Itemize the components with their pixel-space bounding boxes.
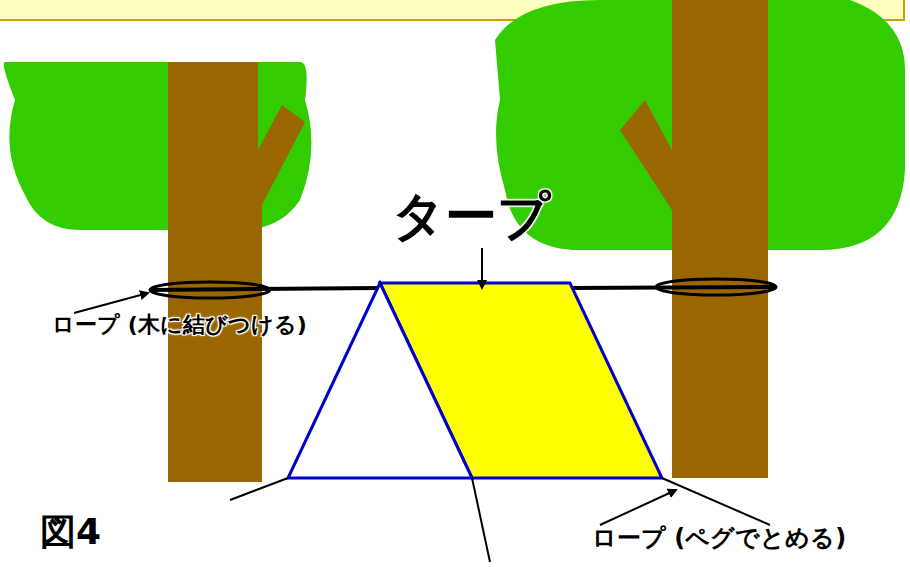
right-trunk	[620, 0, 768, 478]
ridge-rope	[570, 287, 775, 288]
guy-rope	[472, 478, 490, 562]
figure-number: 図4	[40, 508, 101, 557]
left-trunk	[168, 62, 305, 482]
rope-label: ロープ (木に結びつける)	[52, 310, 307, 340]
tarp-front	[288, 283, 472, 478]
rope-label: ロープ (ペグでとめる)	[592, 522, 846, 554]
guy-rope	[230, 478, 288, 500]
callout-arrow	[481, 248, 483, 288]
tarp-label: タープ	[392, 182, 550, 252]
rope-loop	[656, 279, 776, 295]
guy-rope	[662, 478, 770, 525]
callout-arrow	[600, 490, 676, 525]
rope-loop	[150, 282, 270, 298]
callout-arrow	[74, 293, 148, 313]
